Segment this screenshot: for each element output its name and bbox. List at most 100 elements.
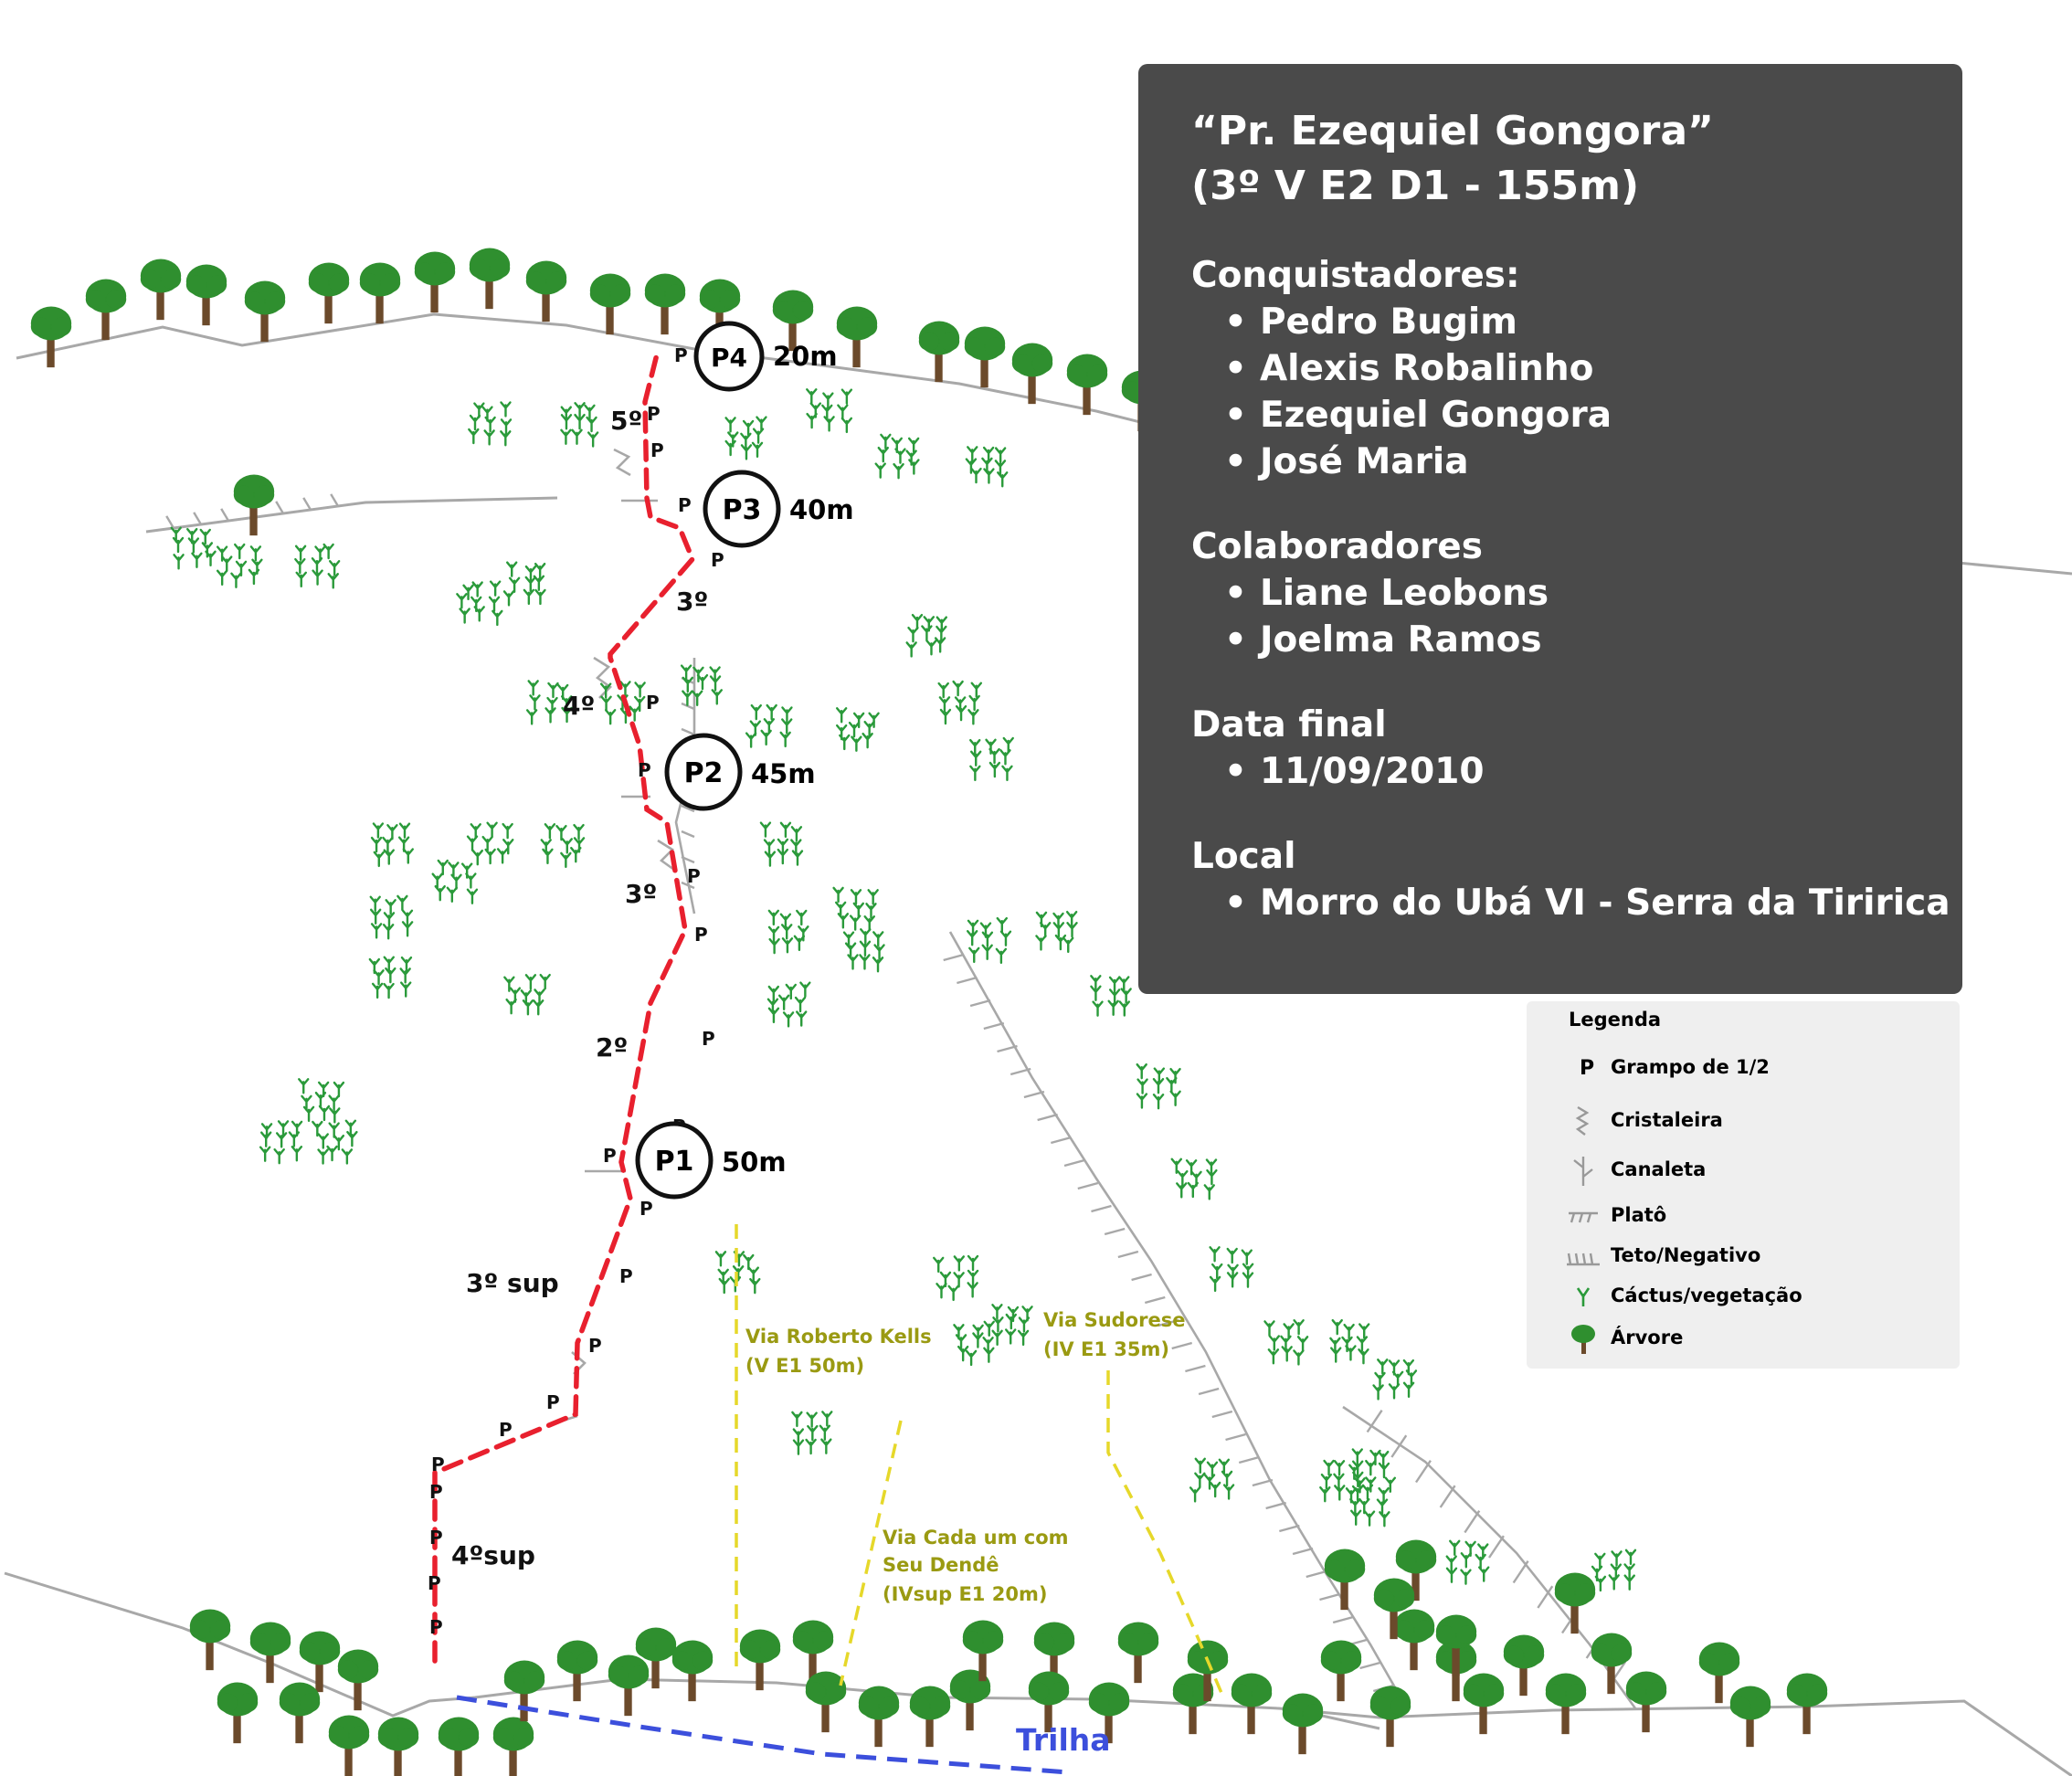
cactus-icon <box>586 416 597 433</box>
cactus-icon <box>547 682 559 699</box>
cactus-icon <box>766 703 777 721</box>
cactus-icon <box>791 1411 803 1428</box>
cactus-icon <box>767 909 780 926</box>
cactus-icon <box>793 935 806 952</box>
cactus-icon <box>805 1438 817 1455</box>
tree-icon <box>503 1660 545 1722</box>
bolt-icon: P <box>647 403 661 425</box>
cactus-icon <box>782 1011 795 1028</box>
cactus-icon <box>533 575 545 591</box>
legend-box: Legenda P Grampo de 1/2 Cristaleira Cana… <box>1527 1001 1960 1369</box>
route-name-label: Seu Dendê <box>883 1554 999 1576</box>
cactus-icon <box>983 468 995 484</box>
cactus-icon <box>1039 922 1052 938</box>
cactus-icon <box>1293 1349 1305 1366</box>
route-cada-um-line <box>839 1420 903 1686</box>
cactus-icon <box>587 431 599 448</box>
cactus-icon <box>1241 1249 1253 1265</box>
belay-circle <box>693 321 765 392</box>
cactus-icon <box>333 1081 345 1098</box>
feature-tick <box>1077 1181 1099 1190</box>
cactus-icon <box>894 448 906 464</box>
tree-icon <box>909 1686 951 1748</box>
cactus-icon <box>523 588 535 606</box>
tree-icon <box>308 262 350 324</box>
cactus-icon <box>952 680 964 697</box>
cactus-icon <box>718 1277 730 1295</box>
cactus-icon <box>953 1272 965 1288</box>
cactus-icon <box>1120 988 1132 1004</box>
pitch-length: 40m <box>789 494 854 525</box>
cactus-icon <box>849 914 862 931</box>
cactus-icon <box>604 709 617 725</box>
cactus-icon <box>571 428 583 446</box>
cactus-icon <box>544 823 556 840</box>
cactus-icon <box>1331 1318 1343 1336</box>
cactus-icon <box>372 822 385 839</box>
tree-icon <box>1231 1673 1273 1735</box>
feature-tick <box>969 999 991 1008</box>
cactus-icon <box>806 388 818 405</box>
cactus-icon <box>859 940 872 957</box>
bolt-icon: P <box>638 759 651 781</box>
plato-icon <box>1569 1211 1598 1223</box>
tree-icon <box>1545 1673 1587 1735</box>
cactus-icon <box>988 747 1000 765</box>
legend-title: Legenda <box>1569 1009 1662 1031</box>
feature-tick <box>330 493 340 507</box>
cactus-icon <box>249 545 262 562</box>
cactus-icon <box>1405 1369 1418 1386</box>
cactus-icon <box>981 931 994 947</box>
feature-tick <box>957 976 978 985</box>
belay-p1: P1 50m <box>635 1121 787 1200</box>
tree-icon <box>189 1609 231 1671</box>
cactus-icon <box>385 899 396 915</box>
pitch-grades: 4ºsup 3º sup 2º 3º 4º 3º 5º <box>451 406 708 1570</box>
tree-icon <box>469 248 511 310</box>
cactus-icon <box>370 923 383 939</box>
cactus-icon <box>312 569 323 586</box>
cactus-icon <box>1226 1247 1238 1264</box>
tree-icon <box>279 1682 321 1744</box>
cactus-icon <box>1283 1323 1295 1339</box>
legend-row-plato: Platô <box>1527 1200 1960 1232</box>
cactus-icon <box>328 560 341 576</box>
cactus-icon <box>500 430 512 447</box>
cactus-icon <box>288 1131 301 1147</box>
feature-tick <box>1238 1455 1260 1464</box>
cactus-icon <box>1350 1509 1362 1526</box>
feature-tick <box>1225 1432 1246 1442</box>
feature-tick <box>681 830 695 839</box>
cactus-icon <box>763 718 776 735</box>
cactus-icon <box>953 1255 966 1272</box>
cactus-icon <box>840 417 853 434</box>
cactus-icon <box>459 608 470 624</box>
cactus-icon <box>1136 1062 1147 1080</box>
cactus-icon <box>991 1329 1003 1347</box>
cactus-icon <box>1189 1486 1201 1503</box>
feature-tick <box>1292 1547 1314 1556</box>
cactus-icon <box>1576 1287 1591 1306</box>
cactus-icon <box>448 862 460 878</box>
cactus-icon <box>967 1282 978 1298</box>
cactus-icon <box>437 859 449 876</box>
cactus-icon <box>471 849 483 866</box>
cactus-icon <box>327 573 339 589</box>
cactus-icon <box>259 1146 271 1162</box>
cactus-icon <box>525 709 538 725</box>
cristaleira-line <box>593 656 613 699</box>
tree-icon <box>359 262 401 324</box>
cactus-icon <box>740 444 753 460</box>
tree-icon <box>1554 1572 1596 1634</box>
cactus-icon <box>955 704 967 722</box>
cactus-icon <box>749 1277 761 1295</box>
cactus-icon <box>937 682 949 699</box>
cactus-icon <box>470 823 481 840</box>
cactus-icon <box>969 765 981 782</box>
cactus-icon <box>468 428 480 445</box>
cactus-icon <box>466 888 479 904</box>
cactus-icon <box>1218 1458 1231 1475</box>
bolt-icon: P <box>711 549 724 571</box>
cactus-icon <box>1333 1460 1346 1476</box>
